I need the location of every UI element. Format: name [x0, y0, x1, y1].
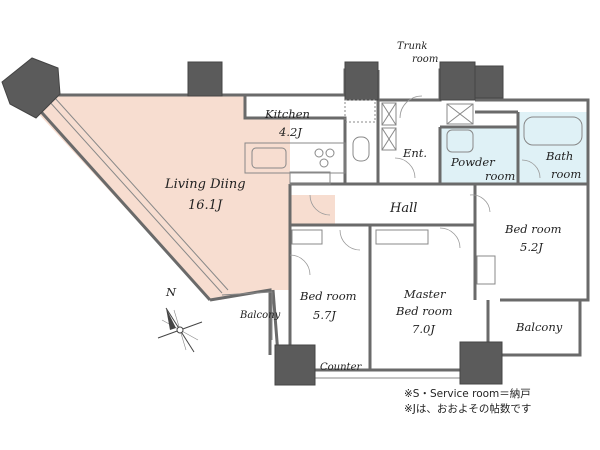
bath-area	[518, 112, 588, 184]
washbasin-icon	[446, 129, 474, 153]
bedroom2-size: 5.7J	[313, 308, 337, 322]
bedroom2-label: Bed room	[299, 289, 357, 303]
stove-icon	[314, 148, 324, 158]
door-swings	[289, 95, 541, 276]
column	[344, 61, 379, 101]
compass-north: N	[165, 285, 177, 299]
column	[274, 344, 316, 386]
column	[459, 341, 503, 385]
powder-room-label-2: room	[485, 169, 515, 183]
column	[474, 65, 504, 99]
sink-icon	[251, 147, 287, 169]
kitchen-size: 4.2J	[278, 125, 303, 139]
powder-room-area	[440, 127, 518, 184]
large-balcony-label: Balcony	[515, 320, 563, 334]
living-dining-size: 16.1J	[188, 198, 223, 213]
trunk-room-label-2: room	[412, 54, 438, 65]
closet-icon	[381, 102, 474, 151]
small-balcony-label: Balcony	[239, 310, 281, 321]
bathtub-icon	[523, 116, 583, 146]
bedroom1-size: 5.2J	[520, 240, 544, 254]
kitchen-counter	[244, 142, 346, 174]
bath-label-1: Bath	[545, 149, 573, 163]
wardrobe	[289, 171, 496, 285]
trunk-room-label-1: Trunk	[397, 41, 427, 52]
living-dining-label: Living Diing	[164, 177, 246, 192]
small-balcony-outline	[221, 291, 273, 340]
bath-label-2: room	[551, 167, 581, 181]
service-room-note: ※S・Service room＝納戸	[404, 387, 531, 400]
tatami-note: ※Jは、おおよその帖数です	[404, 402, 531, 415]
kitchen-label: Kitchen	[264, 107, 310, 121]
entrance-label: Ent.	[402, 146, 427, 160]
column	[439, 61, 476, 101]
outer-wall	[45, 93, 290, 120]
toilet-icon	[352, 136, 370, 162]
compass-icon	[157, 307, 203, 353]
corner-column	[1, 57, 61, 119]
master-bedroom-label-1: Master	[403, 287, 447, 301]
bedroom1-label: Bed room	[504, 222, 562, 236]
exterior-diagonal-wall	[33, 103, 212, 302]
powder-room-label-1: Powder	[450, 155, 496, 169]
living-dining-area	[35, 95, 335, 300]
master-bedroom-label-2: Bed room	[395, 304, 453, 318]
master-bedroom-size: 7.0J	[412, 322, 436, 336]
hall-label: Hall	[389, 201, 417, 216]
counter-label: Counter	[320, 362, 362, 373]
column	[187, 61, 223, 97]
